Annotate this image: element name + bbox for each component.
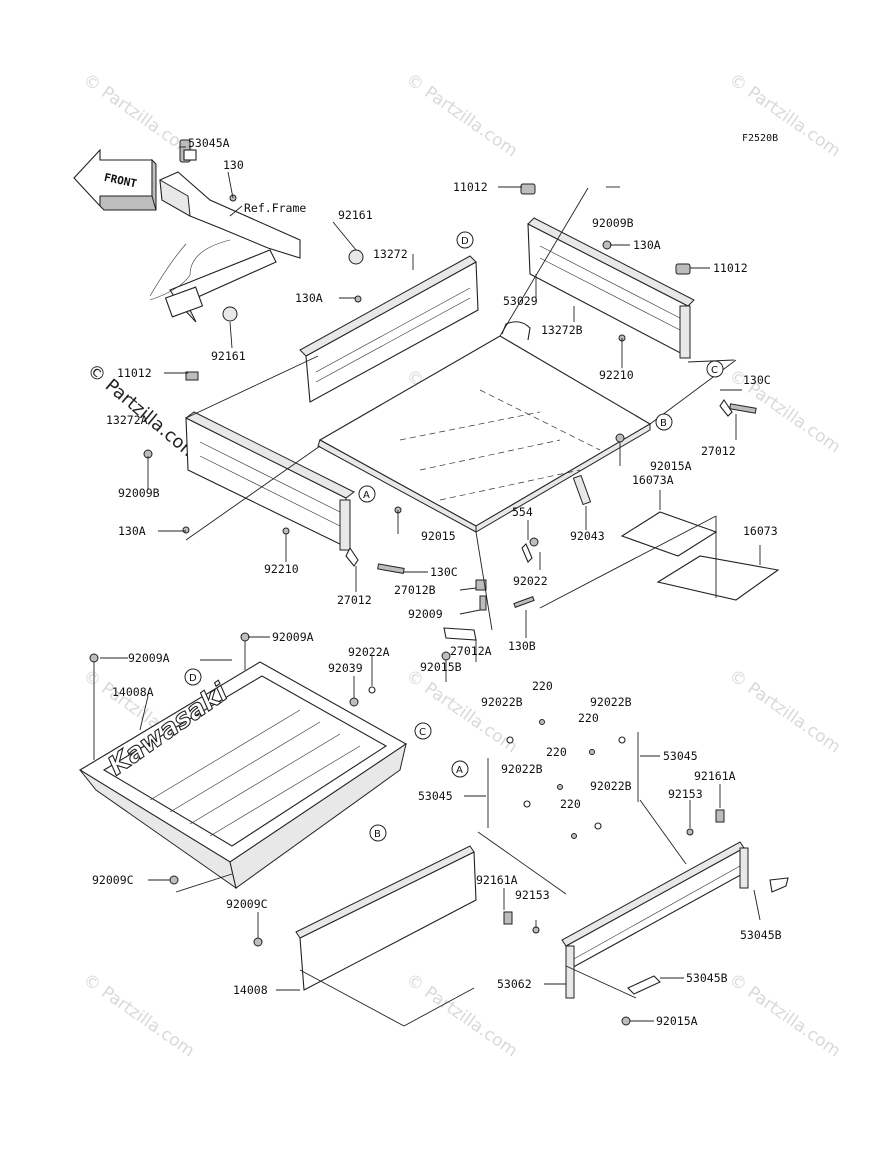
part-label: 92022B [590, 779, 632, 793]
front-arrow-icon: FRONT [73, 148, 157, 211]
watermark: © Partzilla.com [725, 970, 844, 1062]
part-label: 92009A [128, 651, 170, 665]
callout-c: C [419, 727, 426, 738]
ref-frame-assembly [149, 139, 364, 323]
part-label: 27012 [337, 593, 372, 607]
part-label: 92161 [211, 349, 246, 363]
part-label: 130C [743, 373, 771, 387]
right-side-panel [520, 183, 757, 417]
part-label: 92015A [656, 1014, 698, 1028]
part-label: 16073 [743, 524, 778, 538]
part-label: 220 [578, 711, 599, 725]
callout-a: A [363, 490, 370, 501]
part-label: 220 [532, 679, 553, 693]
part-label: 92043 [570, 529, 605, 543]
part-label: 92022B [481, 695, 523, 709]
back-panel [299, 255, 479, 403]
part-label: 13272B [541, 323, 583, 337]
part-label: 130A [633, 238, 661, 252]
part-label: 11012 [453, 180, 488, 194]
watermark: © Partzilla.com [725, 666, 844, 758]
leader-lines [93, 146, 761, 1027]
watermark: © Partzilla.com [79, 970, 198, 1062]
part-label: 16073A [632, 473, 674, 487]
watermark: © Partzilla.com [725, 70, 844, 162]
part-label: 130C [430, 565, 458, 579]
tailgate-panel [253, 845, 477, 991]
callout-b: B [660, 418, 667, 429]
part-label: 53045A [188, 136, 230, 150]
callout-d: D [461, 236, 469, 247]
deck-fasteners [441, 579, 535, 661]
part-label: 53045 [663, 749, 698, 763]
callout-a: A [456, 765, 463, 776]
mats [620, 511, 780, 601]
part-label: 14008A [112, 685, 154, 699]
part-label: 27012A [450, 644, 492, 658]
callout-c: C [711, 365, 718, 376]
part-label: 92210 [599, 368, 634, 382]
part-label: 92039 [328, 661, 363, 675]
part-label: 130A [295, 291, 323, 305]
part-label: 53029 [503, 294, 538, 308]
part-labels: 53045A 130 Ref.Frame 92161 92161 11012 9… [92, 136, 782, 1028]
part-label: 13272A [106, 413, 148, 427]
part-label: 92009A [272, 630, 314, 644]
part-label: 92022B [501, 762, 543, 776]
part-label: 53045B [686, 971, 728, 985]
callout-d: D [189, 673, 197, 684]
part-label: 130A [118, 524, 146, 538]
part-label: 92022B [590, 695, 632, 709]
part-label: 554 [512, 505, 533, 519]
part-label: 92153 [668, 787, 703, 801]
part-label: 13272 [373, 247, 408, 261]
part-label: 14008 [233, 983, 268, 997]
deck-floor [317, 321, 652, 563]
part-label: 27012B [394, 583, 436, 597]
part-label: 220 [560, 797, 581, 811]
watermark: © Partzilla.com [402, 666, 521, 758]
part-label: 92015A [650, 459, 692, 473]
part-label: 11012 [713, 261, 748, 275]
part-label: Ref.Frame [244, 201, 306, 215]
part-label: 11012 [117, 366, 152, 380]
part-label: 92009B [118, 486, 160, 500]
part-label: 92210 [264, 562, 299, 576]
part-label: 130B [508, 639, 536, 653]
part-label: 92009C [226, 897, 268, 911]
part-label: 92009 [408, 607, 443, 621]
part-label: 27012 [701, 444, 736, 458]
part-label: 53062 [497, 977, 532, 991]
part-label: 92022 [513, 574, 548, 588]
part-label: 92161 [338, 208, 373, 222]
callout-b: B [374, 829, 381, 840]
part-label: 92161A [694, 769, 736, 783]
callouts: D C B A D C B A [184, 231, 724, 842]
part-label: 92009B [592, 216, 634, 230]
left-side-panel [143, 371, 405, 574]
tailgate-frame [503, 809, 789, 1026]
part-label: 53045 [418, 789, 453, 803]
part-label: 92161A [476, 873, 518, 887]
part-label: 53045B [740, 928, 782, 942]
part-label: 92015 [421, 529, 456, 543]
cables [487, 719, 639, 839]
part-label: 92009C [92, 873, 134, 887]
part-label: 130 [223, 158, 244, 172]
part-label: 220 [546, 745, 567, 759]
watermark: © Partzilla.com [402, 70, 521, 162]
part-label: 92022A [348, 645, 390, 659]
diagram-code: F2520B [742, 133, 778, 144]
part-label: 92015B [420, 660, 462, 674]
part-label: 92153 [515, 888, 550, 902]
